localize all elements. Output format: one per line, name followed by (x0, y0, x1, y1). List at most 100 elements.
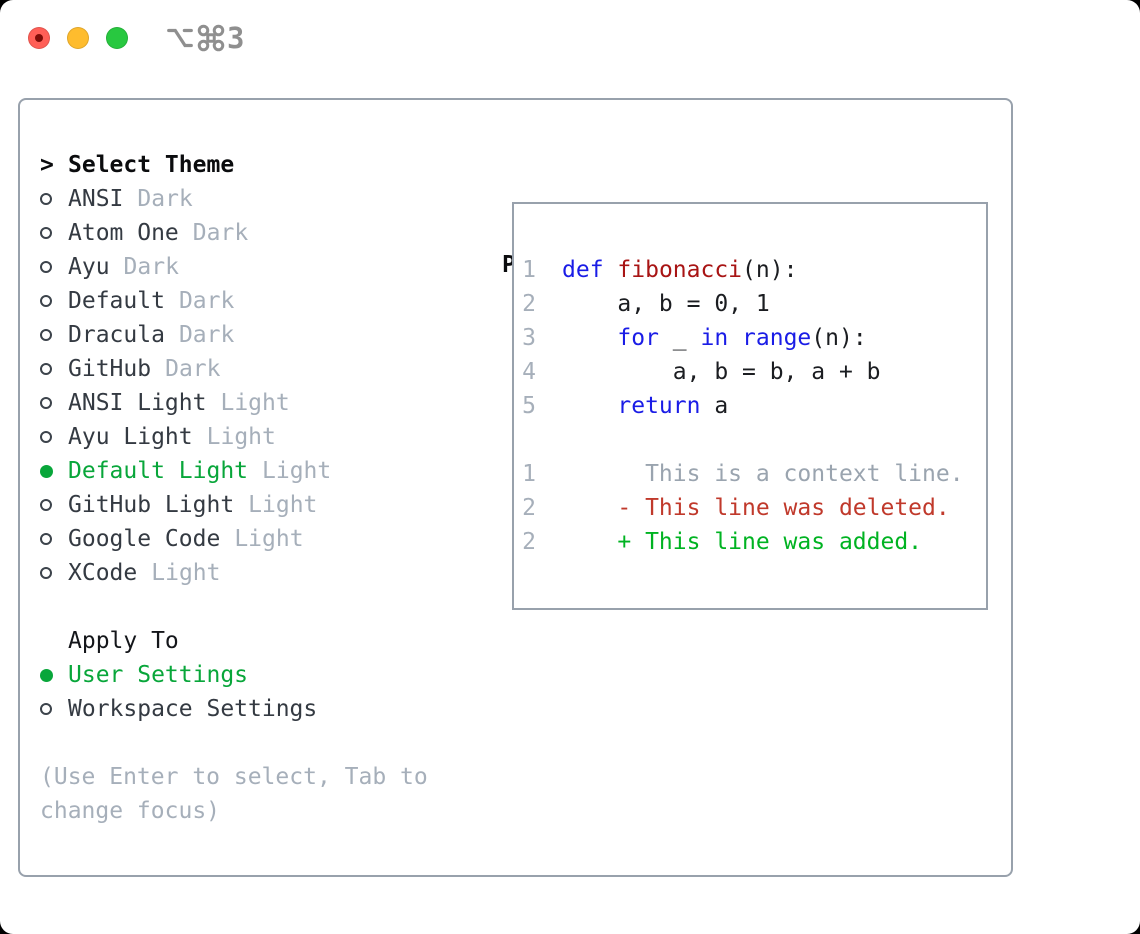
radio-filled-dot (40, 668, 53, 682)
theme-option-ayu-light[interactable]: Ayu Light Light (40, 420, 428, 454)
radio-circle (40, 329, 52, 341)
code-token-pl: (n): (742, 257, 798, 283)
theme-option-label: XCode (68, 560, 138, 586)
code-token-del: - This line was deleted. (562, 495, 950, 521)
selected-radio-icon (40, 668, 68, 682)
theme-variant-label: Light (206, 424, 276, 450)
code-token-pl (604, 257, 618, 283)
theme-option-label: Google Code (68, 526, 221, 552)
spacer-row (40, 590, 428, 624)
theme-option-default-light[interactable]: Default Light Light (40, 454, 428, 488)
code-token-pl (728, 325, 742, 351)
code-line-1: 1 def fibonacci(n): (522, 253, 986, 287)
theme-option-label: Atom One (68, 220, 179, 246)
help-text-line-1: (Use Enter to select, Tab to (40, 764, 428, 790)
code-token-pl: a, b = b, a + b (562, 359, 881, 385)
radio-circle (40, 193, 52, 205)
line-number: 2 (522, 529, 536, 555)
radio-filled-dot (40, 464, 53, 478)
radio-icon (40, 703, 68, 715)
minimize-button[interactable] (67, 27, 89, 49)
spacer-row (40, 726, 428, 760)
theme-option-dracula[interactable]: Dracula Dark (40, 318, 428, 352)
radio-circle (40, 363, 52, 375)
theme-option-label: Ayu Light (68, 424, 193, 450)
line-number: 4 (522, 359, 536, 385)
theme-variant-label: Light (234, 526, 304, 552)
theme-variant-label: Dark (178, 288, 235, 314)
theme-option-label: Ayu (68, 254, 110, 280)
line-number: 1 (522, 461, 536, 487)
line-number: 2 (522, 291, 536, 317)
radio-circle (40, 227, 52, 239)
theme-variant-label: Dark (178, 322, 235, 348)
code-token-kw: return (617, 393, 701, 419)
code-token-pl (562, 393, 617, 419)
code-token-kw: def (562, 257, 604, 283)
radio-icon (40, 295, 68, 307)
zoom-button[interactable] (106, 27, 128, 49)
code-line-4: 4 a, b = b, a + b (522, 355, 986, 389)
apply-to-title: Apply To (68, 628, 179, 654)
close-button[interactable] (28, 27, 50, 49)
code-token-pl: a (700, 393, 729, 419)
line-number: 1 (522, 257, 536, 283)
code-token-pl: (n): (811, 325, 867, 351)
window-title: 3 (165, 22, 244, 54)
apply-option-label: Workspace Settings (68, 696, 318, 722)
theme-option-label: Dracula (68, 322, 165, 348)
radio-icon (40, 261, 68, 273)
apply-to-header: Apply To (40, 624, 428, 658)
code-token-fn: fibonacci (617, 257, 743, 283)
radio-icon (40, 397, 68, 409)
radio-icon (40, 363, 68, 375)
code-line-9: 2 + This line was added. (522, 525, 986, 559)
selected-radio-icon (40, 464, 68, 478)
select-theme-header: > Select Theme (40, 148, 428, 182)
theme-option-label: ANSI Light (68, 390, 207, 416)
apply-option-label: User Settings (68, 662, 249, 688)
theme-variant-label: Dark (165, 356, 221, 382)
radio-circle (40, 567, 52, 579)
radio-icon (40, 329, 68, 341)
theme-option-label: Default Light (68, 458, 249, 484)
theme-variant-label: Light (262, 458, 332, 484)
theme-variant-label: Light (220, 390, 290, 416)
radio-icon (40, 499, 68, 511)
radio-icon (40, 533, 68, 545)
radio-icon (40, 193, 68, 205)
radio-circle (40, 261, 52, 273)
code-token-pl (562, 325, 617, 351)
option-key-icon (165, 23, 195, 53)
theme-variant-label: Dark (137, 186, 193, 212)
radio-circle (40, 295, 52, 307)
code-token-pl: a, b = 0, 1 (562, 291, 770, 317)
radio-icon (40, 431, 68, 443)
select-theme-title: Select Theme (68, 152, 235, 178)
theme-option-label: GitHub Light (68, 492, 235, 518)
help-text-line-2: change focus) (40, 798, 221, 824)
code-line-8: 2 - This line was deleted. (522, 491, 986, 525)
radio-icon (40, 227, 68, 239)
radio-circle (40, 703, 52, 715)
code-line-3: 3 for _ in range(n): (522, 321, 986, 355)
theme-option-google-code[interactable]: Google Code Light (40, 522, 428, 556)
apply-option-user-settings[interactable]: User Settings (40, 658, 428, 692)
code-token-kw: range (742, 325, 812, 351)
apply-option-workspace-settings[interactable]: Workspace Settings (40, 692, 428, 726)
code-line-2: 2 a, b = 0, 1 (522, 287, 986, 321)
shortcut-number: 3 (227, 20, 245, 55)
theme-option-ansi-light[interactable]: ANSI Light Light (40, 386, 428, 420)
